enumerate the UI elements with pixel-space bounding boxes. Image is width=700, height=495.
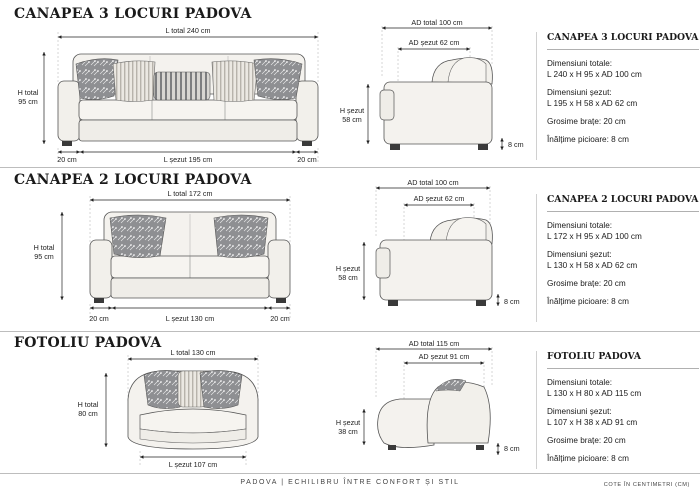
front-view-armchair: L total 130 cm H total 80 cm L șezut 107… bbox=[78, 339, 520, 469]
label-l-seat: L șezut 195 cm bbox=[164, 155, 212, 164]
label-l-total: L total 172 cm bbox=[168, 189, 213, 198]
section-title: FOTOLIU PADOVA bbox=[14, 335, 162, 351]
label-ad-seat: AD șezut 62 cm bbox=[409, 38, 460, 47]
footer: PADOVA | ECHILIBRU ÎNTRE CONFORT ȘI STIL… bbox=[0, 474, 700, 495]
spec-seat-label: Dimensiuni șezut: bbox=[547, 88, 612, 97]
label-ad-total: AD total 115 cm bbox=[409, 339, 460, 348]
footer-units-note: COTE ÎN CENTIMETRI (CM) bbox=[603, 482, 690, 488]
sofa-3-seat-drawing bbox=[57, 53, 319, 146]
front-view-3-seat: L total 240 cm H total 95 cm bbox=[18, 18, 524, 164]
label-ad-total: AD total 100 cm bbox=[407, 178, 458, 187]
label-h-total-value: 80 cm bbox=[78, 409, 98, 418]
spec-title: CANAPEA 3 LOCURI PADOVA bbox=[547, 32, 699, 50]
spec-legs: Înălțime picioare: 8 cm bbox=[547, 454, 629, 463]
section-armchair: FOTOLIU PADOVA L total 130 cm H total 80… bbox=[0, 333, 700, 473]
label-arm-left: 20 cm bbox=[89, 314, 109, 323]
spec-total-label: Dimensiuni totale: bbox=[547, 221, 613, 230]
side-view-armchair: AD total 115 cm AD șezut 91 cm H șezut 3… bbox=[336, 339, 520, 455]
footer-divider bbox=[0, 473, 700, 474]
label-h-seat-value: 58 cm bbox=[338, 273, 358, 282]
side-view-3-seat: AD total 100 cm AD șezut 62 cm H șezut 5… bbox=[340, 18, 524, 150]
section-divider bbox=[0, 167, 700, 168]
label-arm-left: 20 cm bbox=[57, 155, 77, 164]
label-h-seat-value: 38 cm bbox=[338, 427, 358, 436]
label-l-seat: L șezut 130 cm bbox=[166, 314, 214, 323]
spec-legs: Înălțime picioare: 8 cm bbox=[547, 297, 629, 306]
spec-legs: Înălțime picioare: 8 cm bbox=[547, 135, 629, 144]
section-title: CANAPEA 2 LOCURI PADOVA bbox=[14, 172, 252, 188]
spec-total-value: L 240 x H 95 x AD 100 cm bbox=[547, 70, 642, 79]
spec-title: CANAPEA 2 LOCURI PADOVA bbox=[547, 194, 699, 212]
section-divider bbox=[0, 331, 700, 332]
label-h-seat-value: 58 cm bbox=[342, 115, 362, 124]
label-h-seat: H șezut bbox=[340, 106, 364, 115]
spec-arm: Grosime brațe: 20 cm bbox=[547, 279, 626, 288]
spec-title: FOTOLIU PADOVA bbox=[547, 351, 699, 369]
footer-tagline: PADOVA | ECHILIBRU ÎNTRE CONFORT ȘI STIL bbox=[240, 479, 460, 486]
label-h-total-value: 95 cm bbox=[34, 252, 54, 261]
spec-seat-value: L 107 x H 38 x AD 91 cm bbox=[547, 418, 638, 427]
front-view-2-seat: L total 172 cm H total 95 cm 20 cm L șez… bbox=[34, 178, 520, 323]
spec-arm: Grosime brațe: 20 cm bbox=[547, 436, 626, 445]
spec-panel: CANAPEA 2 LOCURI PADOVA Dimensiuni total… bbox=[536, 194, 699, 322]
label-l-seat: L șezut 107 cm bbox=[169, 460, 217, 469]
spec-total-label: Dimensiuni totale: bbox=[547, 59, 613, 68]
section-3-seat-sofa: CANAPEA 3 LOCURI PADOVA L total 240 cm H… bbox=[0, 4, 700, 166]
label-h-seat: H șezut bbox=[336, 264, 360, 273]
spec-seat-value: L 130 x H 58 x AD 62 cm bbox=[547, 261, 638, 270]
spec-total-value: L 172 x H 95 x AD 100 cm bbox=[547, 232, 642, 241]
label-h-seat: H șezut bbox=[336, 418, 360, 427]
label-ad-seat: AD șezut 91 cm bbox=[419, 352, 470, 361]
label-h-total: H total bbox=[18, 88, 39, 97]
spec-panel: FOTOLIU PADOVA Dimensiuni totale: L 130 … bbox=[536, 351, 699, 469]
label-legs: 8 cm bbox=[508, 140, 524, 149]
label-legs: 8 cm bbox=[504, 444, 520, 453]
spec-arm: Grosime brațe: 20 cm bbox=[547, 117, 626, 126]
spec-seat-label: Dimensiuni șezut: bbox=[547, 407, 612, 416]
spec-seat-value: L 195 x H 58 x AD 62 cm bbox=[547, 99, 638, 108]
label-arm-right: 20 cm bbox=[270, 314, 290, 323]
spec-panel: CANAPEA 3 LOCURI PADOVA Dimensiuni total… bbox=[536, 32, 699, 160]
label-arm-right: 20 cm bbox=[297, 155, 317, 164]
armchair-drawing bbox=[127, 370, 259, 450]
side-view-2-seat: AD total 100 cm AD șezut 62 cm H șezut 5… bbox=[336, 178, 520, 306]
spec-seat-label: Dimensiuni șezut: bbox=[547, 250, 612, 259]
label-ad-seat: AD șezut 62 cm bbox=[414, 194, 465, 203]
label-h-total-value: 95 cm bbox=[18, 97, 38, 106]
spec-total-label: Dimensiuni totale: bbox=[547, 378, 613, 387]
label-legs: 8 cm bbox=[504, 297, 520, 306]
label-h-total: H total bbox=[78, 400, 99, 409]
label-h-total: H total bbox=[34, 243, 55, 252]
label-ad-total: AD total 100 cm bbox=[411, 18, 462, 27]
sofa-2-seat-drawing bbox=[89, 211, 291, 303]
label-l-total: L total 130 cm bbox=[171, 348, 216, 357]
label-l-total: L total 240 cm bbox=[166, 26, 211, 35]
section-title: CANAPEA 3 LOCURI PADOVA bbox=[14, 6, 252, 22]
spec-total-value: L 130 x H 80 x AD 115 cm bbox=[547, 389, 642, 398]
section-2-seat-sofa: CANAPEA 2 LOCURI PADOVA L total 172 cm H… bbox=[0, 170, 700, 330]
